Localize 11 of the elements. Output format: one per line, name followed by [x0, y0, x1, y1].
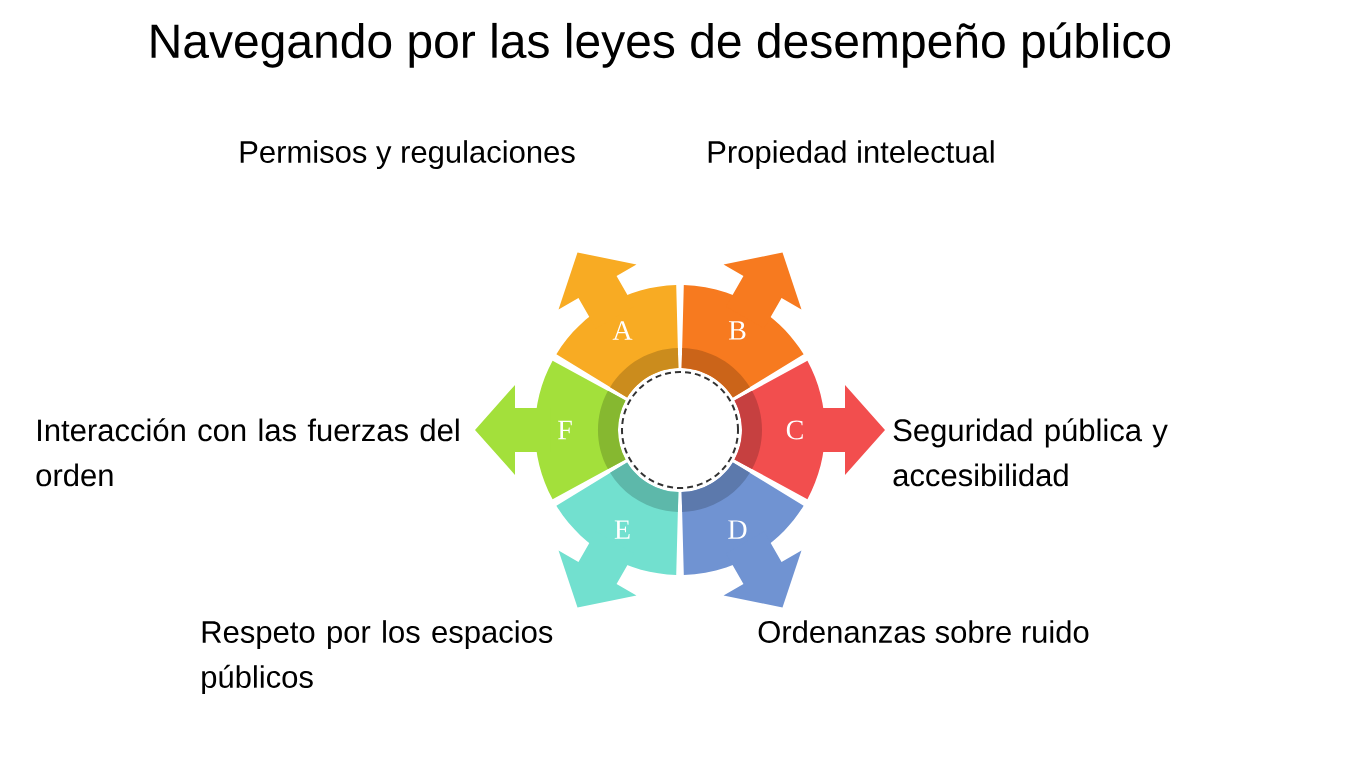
item-label: Seguridad pública y accesibilidad — [893, 418, 1168, 487]
item-label: Interacción con las fuerzas del orden — [36, 418, 459, 487]
center-circle — [621, 371, 739, 489]
item-label: Respeto por los espacios públicos — [202, 620, 553, 695]
item-label: Propiedad intelectual — [708, 140, 994, 170]
arrow-segment: C — [734, 360, 885, 500]
item-label: Permisos y regulaciones — [240, 140, 575, 170]
title: Navegando por las leyes de desempeño público — [151, 22, 1171, 68]
item-label: Ordenanzas sobre ruido — [758, 620, 1089, 643]
arrow-segment: F — [475, 360, 626, 500]
arrow-segment: D — [681, 462, 804, 608]
